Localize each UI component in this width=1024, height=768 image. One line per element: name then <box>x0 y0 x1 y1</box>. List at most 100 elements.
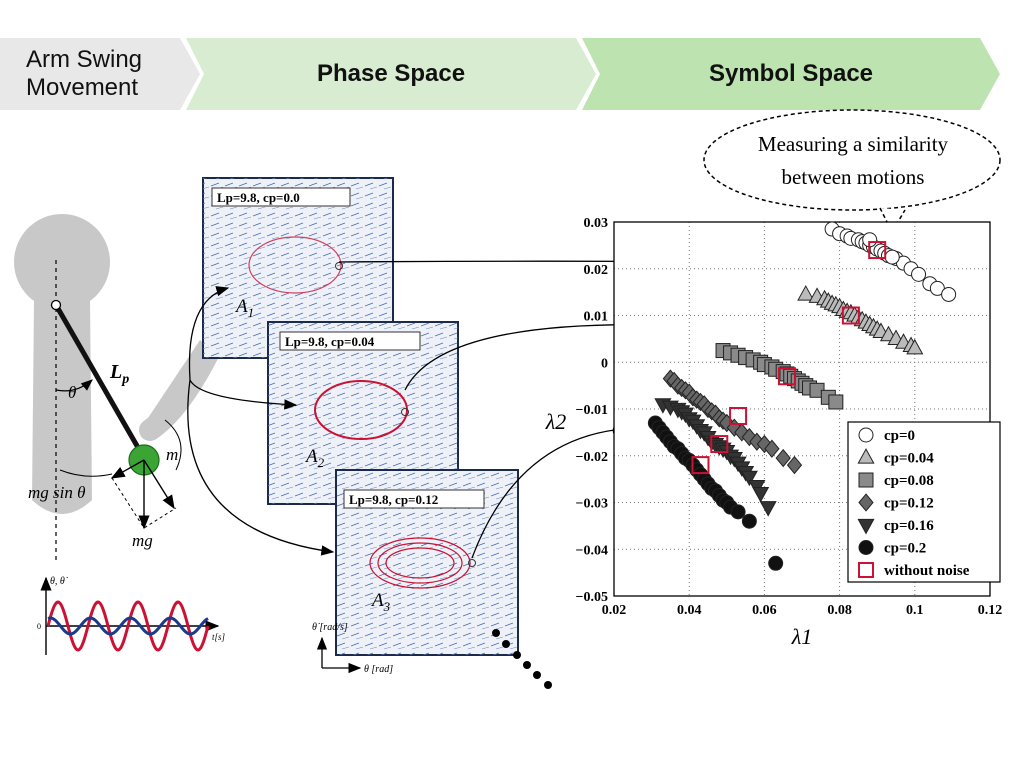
data-point <box>710 435 729 454</box>
data-point <box>884 249 900 265</box>
attractor-1-sub: 1 <box>248 305 255 320</box>
legend-marker <box>858 562 874 578</box>
y-tick-label: 0.02 <box>584 263 609 278</box>
legend-label: cp=0.04 <box>884 451 934 467</box>
data-point <box>759 501 777 517</box>
timeplot-xlabel: t[s] <box>212 632 226 642</box>
force-gravity-label: mg <box>132 531 153 550</box>
legend-marker <box>858 472 874 488</box>
attractor-3-sub: 3 <box>383 599 391 614</box>
data-point <box>941 286 957 302</box>
pendulum-diagram: Lp θ m mg sin θ mg <box>28 260 182 560</box>
legend-box <box>847 421 1001 583</box>
step-arm-swing: Arm Swing Movement <box>0 38 200 110</box>
attractor-2-label: A2 <box>304 446 325 470</box>
legend-marker <box>858 493 874 512</box>
x-axis-label: λ1 <box>791 624 813 649</box>
theta-curve <box>46 600 210 652</box>
length-label-main: L <box>109 361 122 383</box>
x-tick-label: 0.08 <box>827 603 852 618</box>
data-point <box>752 487 770 503</box>
y-tick-label: 0.03 <box>584 216 609 231</box>
length-label-sub: p <box>121 372 129 387</box>
bubble-line-2: between motions <box>782 165 925 189</box>
attractor-1-label: A1 <box>234 296 254 320</box>
step-arm-swing-label: Arm Swing Movement <box>26 46 143 101</box>
y-tick-label: −0.01 <box>576 403 608 418</box>
legend-label: cp=0.2 <box>884 541 926 557</box>
speech-bubble: Measuring a similarity between motions <box>703 109 1001 234</box>
x-tick-label: 0.1 <box>906 603 924 618</box>
x-tick-label: 0.06 <box>752 603 777 618</box>
phase-panel-3-label: Lp=9.8, cp=0.12 <box>349 492 438 507</box>
attractor-3-main: A <box>370 590 384 611</box>
phase-axis-x: θ [rad] <box>364 664 393 675</box>
series-without-noise <box>691 241 887 475</box>
data-point <box>841 306 860 325</box>
legend-label: cp=0.16 <box>884 518 934 534</box>
legend-marker <box>858 427 874 443</box>
phase-panel-2-label: Lp=9.8, cp=0.04 <box>285 334 375 349</box>
legend-marker <box>858 540 874 555</box>
data-point <box>734 423 750 442</box>
data-point <box>729 407 748 426</box>
data-point <box>828 394 844 410</box>
legend-marker <box>857 448 875 464</box>
timeplot-ylabel: θ, θ̇ <box>50 576 68 587</box>
force-tangent-label: mg sin θ <box>28 483 85 502</box>
y-tick-label: −0.04 <box>576 543 608 558</box>
data-point <box>911 266 927 282</box>
attractor-2-main: A <box>304 446 318 467</box>
legend-label: cp=0 <box>884 428 915 444</box>
y-axis-label: λ2 <box>545 409 567 434</box>
attractor-3-label: A3 <box>370 590 391 614</box>
data-point <box>797 285 815 301</box>
attractor-1-main: A <box>234 296 248 317</box>
step-phase-space: Phase Space <box>186 38 596 110</box>
data-point <box>906 338 924 355</box>
phase-panel-1-label: Lp=9.8, cp=0.0 <box>217 190 300 205</box>
data-point <box>868 241 887 260</box>
data-point <box>740 470 758 487</box>
plot-frame <box>613 221 991 597</box>
symbol-space-chart: 0.02 0.04 0.06 0.08 0.1 0.12 0.03 0.02 0.01 0 −0.0… <box>545 216 1003 649</box>
y-tick-label: 0 <box>601 356 608 371</box>
y-tick-label: 0.01 <box>584 310 609 325</box>
human-figure <box>14 214 221 514</box>
phase-panel-3: Lp=9.8, cp=0.12 A3 <box>335 469 519 656</box>
theta-dot-curve <box>47 616 209 636</box>
step-symbol-space: Symbol Space <box>582 38 1000 110</box>
legend-marker <box>857 518 875 535</box>
mass-label: m <box>166 445 178 464</box>
series-cp-0-12 <box>662 369 803 475</box>
x-tick-label: 0.02 <box>602 603 627 618</box>
bubble-line-1: Measuring a similarity <box>758 132 949 156</box>
y-tick-label: −0.03 <box>576 497 608 512</box>
legend-label: cp=0.08 <box>884 473 934 489</box>
phase-axis-y: θ̇ [rad/s] <box>312 622 348 633</box>
data-point <box>777 367 796 386</box>
length-label: Lp <box>109 361 129 387</box>
attractor-2-sub: 2 <box>318 455 325 470</box>
data-point <box>775 448 791 468</box>
data-point <box>768 555 784 571</box>
phase-axes: θ̇ [rad/s] θ [rad] <box>312 622 393 675</box>
time-series-plot: θ, θ̇ t[s] 0 <box>37 576 226 655</box>
arm-to-phase-arrows <box>187 286 335 556</box>
data-point <box>786 455 803 475</box>
data-point <box>730 504 746 520</box>
y-tick-label: −0.02 <box>576 450 608 465</box>
timeplot-zero: 0 <box>37 622 41 631</box>
x-tick-label: 0.04 <box>677 603 702 618</box>
y-tick-label: −0.05 <box>576 590 608 605</box>
series-cp-0-2 <box>647 415 784 571</box>
data-point <box>756 434 773 454</box>
series-cp-0-08 <box>715 343 844 410</box>
step-phase-space-label: Phase Space <box>316 60 466 87</box>
data-point <box>764 439 780 458</box>
step-symbol-space-label: Symbol Space <box>708 60 874 87</box>
x-tick-label: 0.12 <box>978 603 1003 618</box>
angle-label: θ <box>68 383 76 402</box>
legend-label: cp=0.12 <box>884 496 934 512</box>
legend-label: without noise <box>884 563 970 579</box>
